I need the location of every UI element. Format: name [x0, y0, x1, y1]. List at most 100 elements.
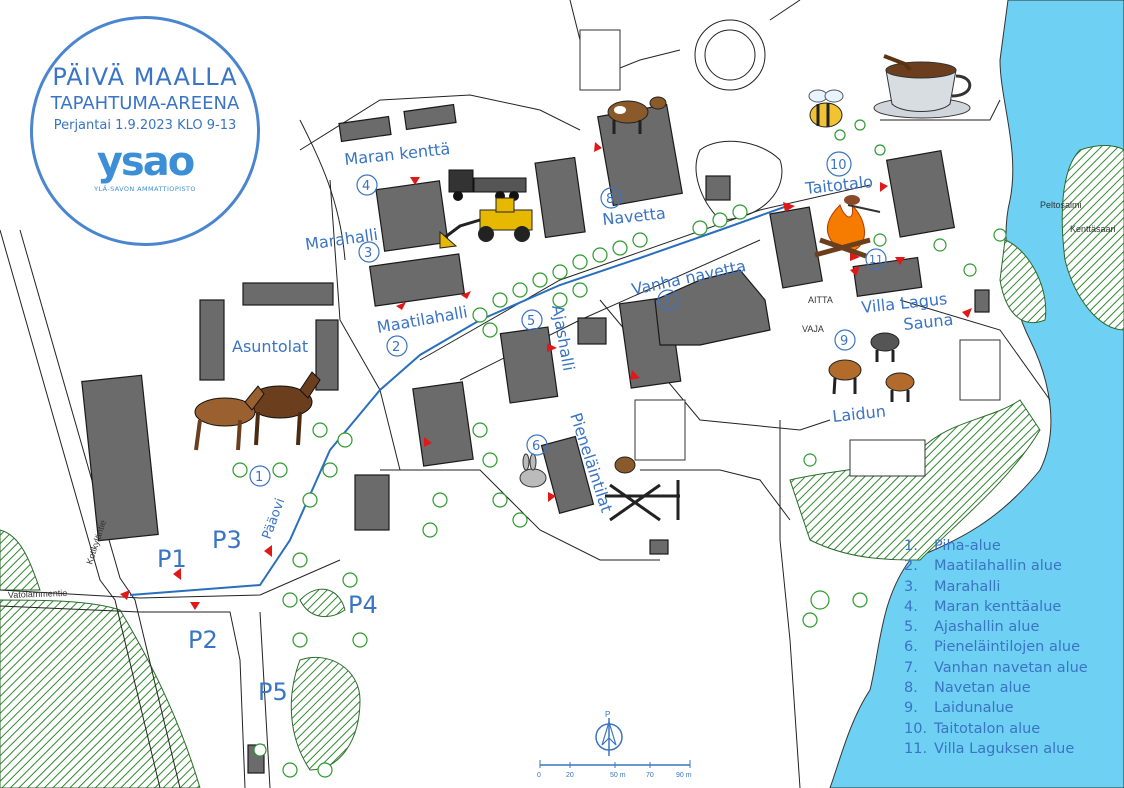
ysao-logo-subtext: YLÄ-SAVON AMMATTIOPISTO [94, 185, 196, 193]
legend-item-number: 8. [904, 680, 918, 697]
entrance-markers [120, 142, 972, 610]
legend-item: 5. Ajashallin alue [904, 617, 1114, 637]
place-kenttasaari: Kenttäsaari [1070, 224, 1116, 234]
campfire-icon [814, 195, 881, 259]
area-number-circles [249, 151, 887, 487]
legend-item: 1. Piha-alue [904, 536, 1114, 556]
legend-item-number: 10. [904, 720, 928, 737]
scale-bar [539, 760, 691, 768]
lake-water [829, 0, 1124, 788]
scale-label-0: 0 [537, 772, 541, 779]
forest-southwest [0, 599, 201, 788]
legend-item-label: Laidunalue [934, 700, 1014, 717]
island-kenttasaari [1061, 145, 1124, 331]
compass-icon [595, 718, 623, 756]
hobby-horse-icon [605, 456, 680, 522]
forest-south [299, 588, 346, 618]
parking-p3: P3 [212, 526, 242, 554]
legend-item: 11.Villa Laguksen alue [904, 739, 1114, 759]
legend-item: 4. Maran kenttäalue [904, 597, 1114, 617]
legend-item: 8.Navetan alue [904, 678, 1114, 698]
area-number-4: 4 [362, 179, 370, 194]
forest-east-point [999, 239, 1047, 324]
buildings [81, 29, 1001, 774]
area-number-8: 8 [606, 192, 614, 207]
legend-item-label: Pieneläintilojen alue [934, 639, 1081, 656]
road-network [0, 0, 1051, 788]
area-number-2: 2 [392, 340, 400, 355]
parking-p1: P1 [157, 545, 187, 573]
scale-label-90: 90 m [676, 772, 692, 779]
legend-item-label: Taitotalon alue [934, 720, 1041, 737]
parking-p2: P2 [188, 626, 218, 654]
horse-icon [194, 371, 321, 451]
scale-label-70: 70 [646, 772, 654, 779]
area-number-7: 7 [663, 294, 671, 309]
parking-p4: P4 [348, 591, 378, 619]
coffee-cup-icon [873, 54, 972, 119]
scale-label-50: 50 m [610, 772, 626, 779]
place-peltosalmi: Peltosalmi [1040, 200, 1082, 210]
cow-icon [607, 96, 667, 134]
legend-item-label: Maran kenttäalue [934, 598, 1062, 615]
label-maran-kentta: Maran kenttä [343, 139, 451, 169]
area-number-5: 5 [527, 314, 535, 329]
area-number-1: 1 [255, 470, 263, 485]
area-number-3: 3 [364, 246, 372, 261]
wheel-loader-icon [439, 197, 533, 249]
label-taitotalo: Taitotalo [803, 172, 873, 198]
event-badge: PÄIVÄ MAALLA TAPAHTUMA-AREENA Perjantai … [30, 16, 260, 246]
label-maatilahalli: Maatilahalli [375, 302, 469, 337]
place-aitta: AITTA [808, 295, 833, 305]
legend-item: 9. Laidunalue [904, 698, 1114, 718]
legend-item: 2. Maatilahallin alue [904, 556, 1114, 576]
area-number-11: 11 [869, 253, 883, 266]
place-vaja: VAJA [802, 324, 824, 334]
legend-item-number: 11. [904, 740, 928, 757]
legend-item: 3. Marahalli [904, 577, 1114, 597]
legend-item-number: 9. [904, 700, 918, 717]
legend-item-label: Maatilahallin alue [934, 558, 1062, 575]
truck-icon [448, 169, 527, 201]
area-number-10: 10 [830, 158, 847, 173]
label-paaovi: Pääovi [260, 496, 289, 541]
badge-subtitle: TAPAHTUMA-AREENA [50, 93, 240, 114]
parking-p5: P5 [258, 678, 288, 706]
legend-item-number: 6. [904, 639, 918, 656]
event-route [129, 204, 791, 596]
forest-p5 [290, 656, 361, 771]
badge-date: Perjantai 1.9.2023 KLO 9-13 [53, 118, 237, 133]
legend-item: 10. Taitotalon alue [904, 719, 1114, 739]
legend-item-number: 3. [904, 578, 918, 595]
legend-item-number: 1. [904, 538, 918, 554]
label-sauna: Sauna [902, 310, 954, 334]
area-legend: 1. Piha-alue 2. Maatilahallin alue 3. Marahal… [904, 536, 1114, 759]
label-asuntolat: Asuntolat [232, 337, 308, 356]
legend-item-label: Marahalli [934, 578, 1001, 595]
legend-item: 7. Vanhan navetan alue [904, 658, 1114, 678]
legend-item-number: 7. [904, 659, 918, 676]
rabbit-icon [519, 453, 547, 488]
legend-item-label: Vanhan navetan alue [934, 659, 1088, 676]
trees [232, 119, 1007, 778]
legend-item-label: Ajashallin alue [934, 619, 1040, 636]
legend-item-number: 4. [904, 598, 918, 615]
legend-item-label: Piha-alue [934, 538, 1001, 554]
road-vatolammentie: Vatolammentie [8, 588, 68, 600]
legend-item-number: 5. [904, 619, 918, 636]
badge-title: PÄIVÄ MAALLA [52, 63, 238, 91]
compass-north-label: P [605, 710, 610, 719]
label-navetta: Navetta [601, 203, 666, 229]
ysao-logo: ysao [96, 139, 195, 185]
bee-icon [808, 89, 844, 128]
legend-item-number: 2. [904, 558, 918, 575]
legend-item: 6. Pieneläintilojen alue [904, 637, 1114, 657]
label-laidun: Laidun [831, 401, 886, 425]
road-kotikylantie: Kotikyläntie [84, 519, 108, 566]
forest-west-edge [0, 529, 41, 591]
area-number-9: 9 [840, 334, 848, 349]
calf-icon [828, 332, 915, 402]
scale-label-20: 20 [566, 772, 574, 779]
